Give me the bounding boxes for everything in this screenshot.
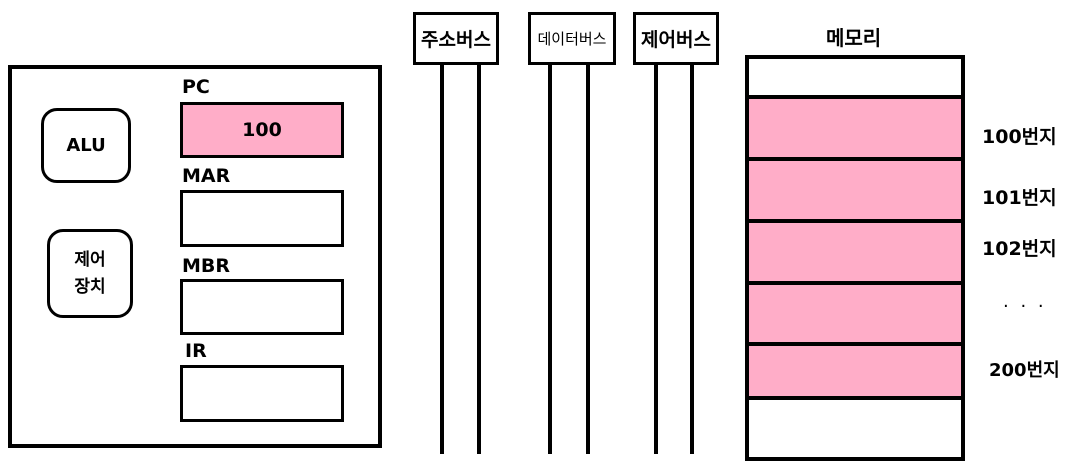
address-bus-box: 주소버스: [413, 12, 499, 65]
ir-label: IR: [185, 340, 207, 362]
memory-box: [745, 55, 965, 461]
pc-value: 100: [242, 119, 282, 141]
memory-title: 메모리: [826, 26, 882, 50]
memory-cell-101: [749, 157, 961, 219]
mar-label: MAR: [182, 165, 231, 187]
pc-register: 100: [180, 102, 344, 158]
data-bus-label: 데이터버스: [537, 30, 607, 48]
alu-unit: ALU: [41, 108, 131, 183]
address-bus-label: 주소버스: [421, 29, 491, 51]
mbr-label: MBR: [182, 255, 231, 277]
data-bus-line-right: [586, 63, 590, 454]
alu-label: ALU: [66, 134, 106, 156]
mar-register: [180, 190, 344, 247]
data-bus-box: 데이터버스: [528, 12, 616, 65]
control-unit-label: 제어 장치: [74, 250, 106, 297]
memory-cell-100: [749, 95, 961, 157]
memory-address-ellipsis: · · ·: [1003, 296, 1047, 317]
ir-register: [180, 365, 344, 422]
memory-address-100: 100번지: [982, 126, 1057, 148]
address-bus-line-left: [440, 63, 444, 454]
mbr-register: [180, 279, 344, 335]
cpu-box: [8, 65, 382, 448]
pc-label: PC: [182, 76, 210, 98]
memory-address-101: 101번지: [982, 187, 1057, 209]
control-bus-line-left: [654, 63, 658, 454]
address-bus-line-right: [477, 63, 481, 454]
control-bus-line-right: [690, 63, 694, 454]
memory-address-102: 102번지: [982, 238, 1057, 260]
memory-cell-102: [749, 219, 961, 281]
data-bus-line-left: [548, 63, 552, 454]
control-unit: 제어 장치: [47, 229, 133, 318]
memory-address-200: 200번지: [989, 360, 1060, 381]
memory-cell-ellipsis: [749, 281, 961, 342]
control-bus-box: 제어버스: [633, 12, 719, 65]
memory-cell-200: [749, 342, 961, 400]
control-bus-label: 제어버스: [641, 29, 711, 51]
